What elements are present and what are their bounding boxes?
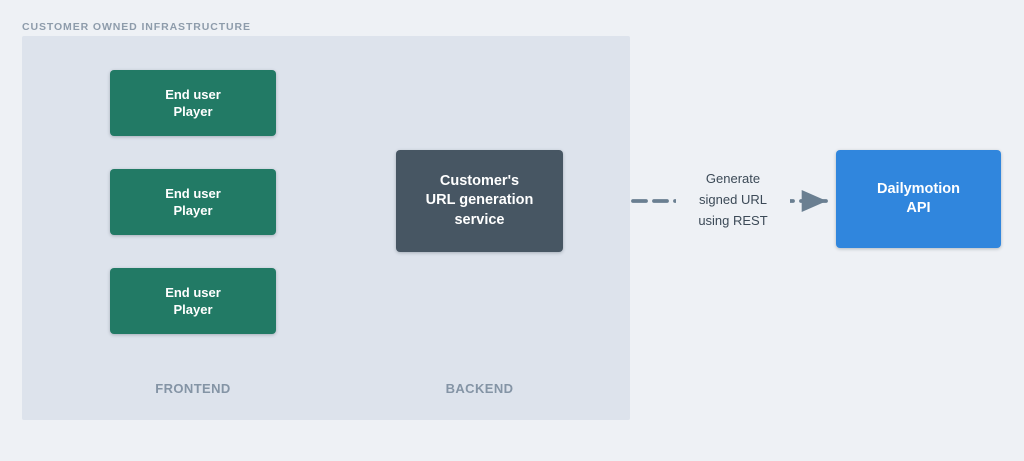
node-label: Dailymotion API — [877, 180, 960, 216]
node-label: End user Player — [165, 185, 221, 218]
node-end-user-player-1[interactable]: End user Player — [110, 70, 276, 136]
rest-label-backdrop — [676, 190, 790, 212]
tier-caption-backend: BACKEND — [445, 381, 514, 396]
node-label: Customer's URL generation service — [425, 173, 534, 228]
connector-label-generate-signed-url: Generate signed URL using REST — [698, 171, 768, 229]
node-end-user-player-3[interactable]: End user Player — [110, 268, 276, 334]
node-customer-url-generation-service[interactable]: Customer's URL generation service — [396, 150, 563, 252]
node-end-user-player-2[interactable]: End user Player — [110, 169, 276, 235]
node-label: End user Player — [165, 86, 221, 119]
customer-infrastructure-label: CUSTOMER OWNED INFRASTRUCTURE — [22, 21, 251, 33]
node-dailymotion-api[interactable]: Dailymotion API — [836, 150, 1001, 248]
node-label: End user Player — [165, 284, 221, 317]
tier-caption-frontend: FRONTEND — [155, 381, 231, 396]
